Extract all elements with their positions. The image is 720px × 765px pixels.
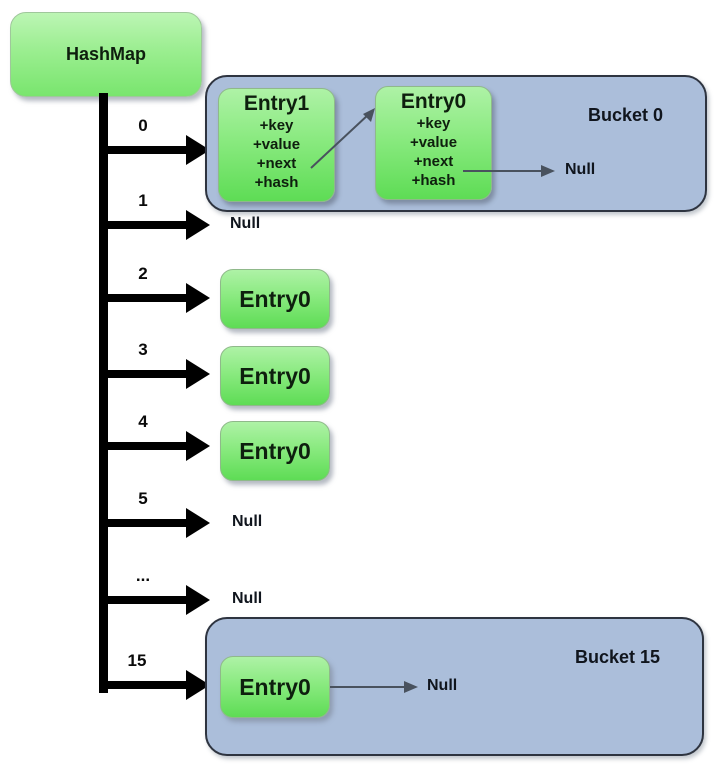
index-label-ellipsis: ...: [135, 566, 151, 585]
branch-line-3: [103, 370, 187, 378]
entry-node-3-label: Entry0: [239, 362, 311, 389]
branch-line-2: [103, 294, 187, 302]
branch-line-5: [103, 519, 187, 527]
branch-arrowhead-1-icon: [186, 210, 210, 240]
index-label-15: 15: [127, 651, 147, 670]
branch-arrowhead-3-icon: [186, 359, 210, 389]
trunk-line: [99, 93, 108, 693]
entry1-field-value: +value: [252, 136, 301, 153]
bucket-15-entry0-node: Entry0: [220, 656, 330, 718]
branch-arrowhead-2-icon: [186, 283, 210, 313]
null-value-5: Null: [232, 513, 263, 530]
hashmap-root-node: HashMap: [10, 12, 202, 97]
entry1-field-hash: +hash: [254, 174, 299, 191]
hashmap-root-label: HashMap: [65, 44, 146, 64]
branch-arrowhead-4-icon: [186, 431, 210, 461]
index-label-5: 5: [138, 489, 148, 508]
branch-line-15: [103, 681, 187, 689]
bucket-0-null: Null: [565, 161, 596, 178]
entry-node-2: Entry0: [220, 269, 330, 329]
entry-node-4: Entry0: [220, 421, 330, 481]
entry-node-3: Entry0: [220, 346, 330, 406]
entry0-field-next: +next: [413, 153, 454, 170]
index-label-3: 3: [138, 340, 148, 359]
branch-line-0: [103, 146, 187, 154]
entry-node-4-label: Entry0: [239, 437, 311, 464]
entry0-title: Entry0: [400, 90, 467, 113]
bucket-15-null: Null: [427, 677, 458, 694]
index-label-1: 1: [138, 191, 148, 210]
index-label-4: 4: [138, 412, 148, 431]
next-pointer-entry0-to-null-icon: [463, 165, 555, 177]
entry0-field-key: +key: [416, 115, 451, 132]
index-label-0: 0: [138, 116, 148, 135]
branch-line-4: [103, 442, 187, 450]
entry1-card: Entry1 +key +value +next +hash: [218, 88, 335, 202]
next-pointer-bucket15-to-null-icon: [330, 681, 418, 693]
entry0-card: Entry0 +key +value +next +hash: [375, 86, 492, 200]
null-value-ellipsis: Null: [232, 590, 263, 607]
entry-node-2-label: Entry0: [239, 285, 311, 312]
bucket-15-title: Bucket 15: [574, 647, 660, 667]
branch-line-1: [103, 221, 187, 229]
entry0-field-hash: +hash: [411, 172, 456, 189]
branch-arrowhead-5-icon: [186, 508, 210, 538]
entry1-field-key: +key: [259, 117, 294, 134]
null-value-1: Null: [230, 215, 261, 232]
entry1-field-next: +next: [256, 155, 297, 172]
branch-arrowhead-ellipsis-icon: [186, 585, 210, 615]
entry1-title: Entry1: [243, 92, 310, 115]
branch-line-ellipsis: [103, 596, 187, 604]
bucket-15-entry0-label: Entry0: [239, 673, 311, 700]
index-label-2: 2: [138, 264, 148, 283]
bucket-0-title: Bucket 0: [587, 105, 663, 125]
entry0-field-value: +value: [409, 134, 458, 151]
next-pointer-entry1-to-entry0-icon: [310, 108, 375, 169]
